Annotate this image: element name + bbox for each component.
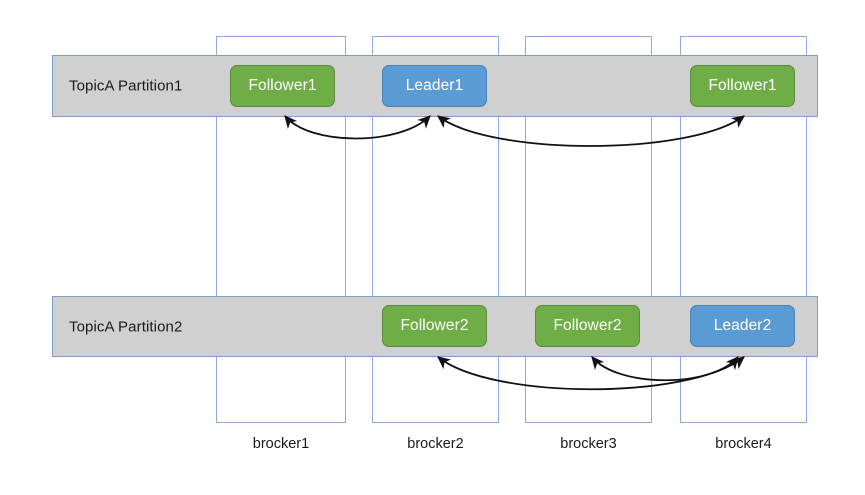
broker-column-brocker1 (216, 36, 346, 423)
broker-caption-brocker4: brocker4 (715, 436, 772, 452)
partition-label-partition1: TopicA Partition1 (69, 77, 183, 95)
replica-node-partition1-brocker1[interactable]: Follower1 (230, 65, 335, 107)
replica-node-partition2-brocker4[interactable]: Leader2 (690, 305, 795, 347)
broker-caption-brocker2: brocker2 (407, 436, 464, 452)
replica-node-partition1-brocker2[interactable]: Leader1 (382, 65, 487, 107)
broker-caption-brocker1: brocker1 (252, 436, 310, 452)
partition-label-partition2: TopicA Partition2 (69, 318, 183, 335)
replica-node-partition2-brocker2[interactable]: Follower2 (382, 305, 487, 347)
replica-node-partition2-brocker3[interactable]: Follower2 (535, 305, 640, 347)
replica-node-partition1-brocker4[interactable]: Follower1 (690, 65, 795, 107)
broker-caption-brocker3: brocker3 (560, 436, 617, 452)
broker-column-brocker4 (680, 36, 807, 423)
broker-column-brocker3 (525, 36, 652, 423)
broker-column-brocker2 (372, 36, 499, 423)
